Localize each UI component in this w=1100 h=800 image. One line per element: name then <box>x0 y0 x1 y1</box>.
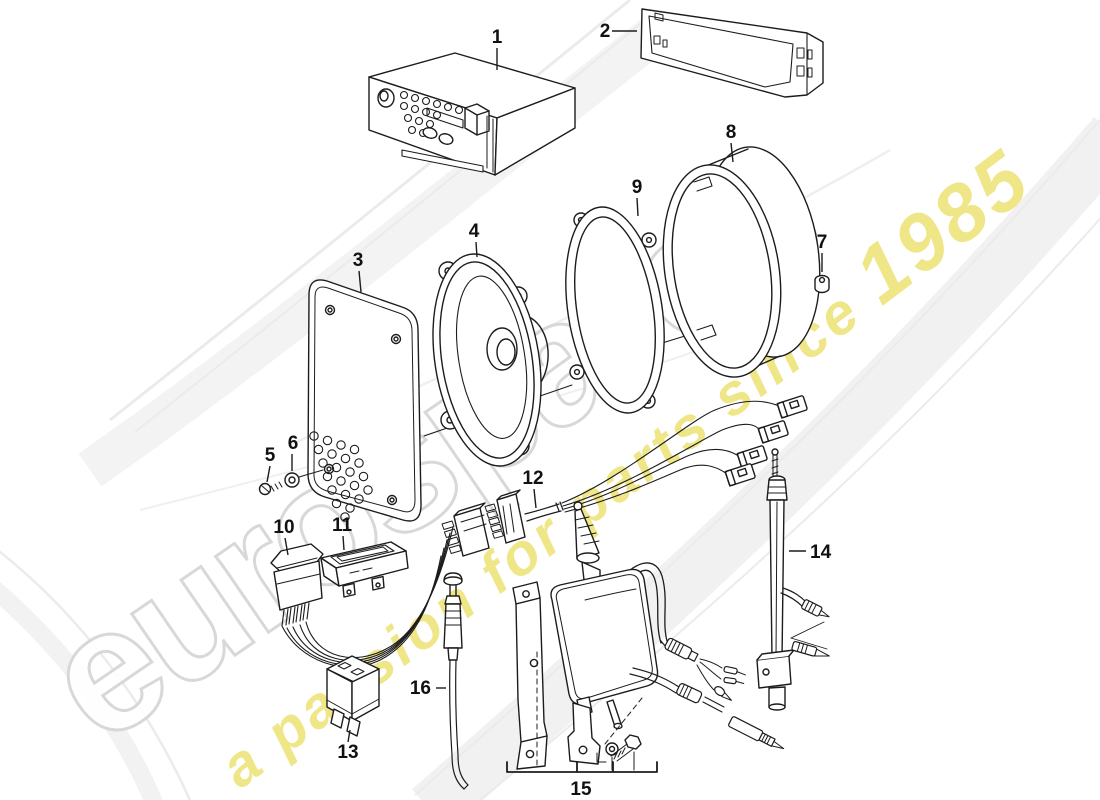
antenna-drive-assembly <box>506 501 785 773</box>
label-leader-lines <box>266 30 823 743</box>
part-label-6[interactable]: 6 <box>288 433 299 454</box>
part-labels: 1 2 3 4 5 6 7 8 9 10 11 12 13 14 15 16 <box>265 21 832 800</box>
wire-terminal-3 <box>714 686 732 701</box>
drive-bracket-center <box>567 702 601 765</box>
relay <box>326 655 380 737</box>
switch-wire-loom <box>281 526 454 668</box>
part-label-1[interactable]: 1 <box>492 27 503 48</box>
drive-guide-dashes <box>536 651 643 769</box>
panel-screw-holes <box>323 304 402 506</box>
part-label-2[interactable]: 2 <box>600 21 611 42</box>
part-label-10[interactable]: 10 <box>273 517 294 538</box>
drive-plug-long <box>728 716 785 750</box>
harness-connector-b <box>484 489 526 544</box>
part-label-4[interactable]: 4 <box>469 221 480 242</box>
drive-washer <box>605 742 619 756</box>
switch-bezel <box>320 541 409 598</box>
screw-small <box>258 481 283 496</box>
panel-grille-holes <box>309 431 373 522</box>
switch <box>270 526 454 668</box>
harness-plug-4 <box>724 463 756 487</box>
part-label-7[interactable]: 7 <box>817 232 828 253</box>
radio-buttons <box>399 90 464 138</box>
part-label-8[interactable]: 8 <box>726 122 737 143</box>
drive-screw <box>610 734 642 762</box>
harness-plug-1 <box>776 395 808 419</box>
nut <box>814 274 830 294</box>
antenna-plug <box>791 641 830 657</box>
switch-pins <box>281 602 310 627</box>
sleeve-holes <box>653 12 813 78</box>
group-bracket-15 <box>506 761 658 773</box>
part-label-5[interactable]: 5 <box>265 445 276 466</box>
antenna-mast <box>756 448 830 711</box>
speaker-panel <box>307 279 422 522</box>
part-label-9[interactable]: 9 <box>632 177 643 198</box>
speaker <box>432 253 549 467</box>
wire-terminal-2 <box>723 676 745 685</box>
harness-connector-a <box>441 502 490 557</box>
drive-cable-upper <box>660 637 746 701</box>
part-label-14[interactable]: 14 <box>810 542 832 563</box>
antenna-cable <box>780 587 830 657</box>
wiring-harness <box>441 395 808 557</box>
harness-cable <box>524 501 564 522</box>
cable-16 <box>443 572 469 790</box>
part-label-15[interactable]: 15 <box>570 779 592 800</box>
part-label-11[interactable]: 11 <box>332 515 353 536</box>
speaker-gasket-ring <box>565 206 665 414</box>
drive-bracket-left <box>512 581 548 770</box>
speaker-housing-ring <box>662 146 821 378</box>
radio-mounting-sleeve <box>640 8 824 98</box>
washer <box>284 469 324 488</box>
artwork <box>258 8 830 790</box>
part-label-13[interactable]: 13 <box>337 742 358 763</box>
harness-wires <box>561 400 780 513</box>
part-label-12[interactable]: 12 <box>522 468 543 489</box>
wire-terminal-1 <box>723 665 746 676</box>
drive-cable-lower <box>629 667 785 750</box>
radio-head-unit <box>368 52 576 176</box>
harness-plug-3 <box>736 445 768 469</box>
drive-motor-body <box>550 562 668 730</box>
harness-plug-2 <box>757 420 789 444</box>
part-label-16[interactable]: 16 <box>410 678 431 699</box>
part-label-3[interactable]: 3 <box>353 250 364 271</box>
